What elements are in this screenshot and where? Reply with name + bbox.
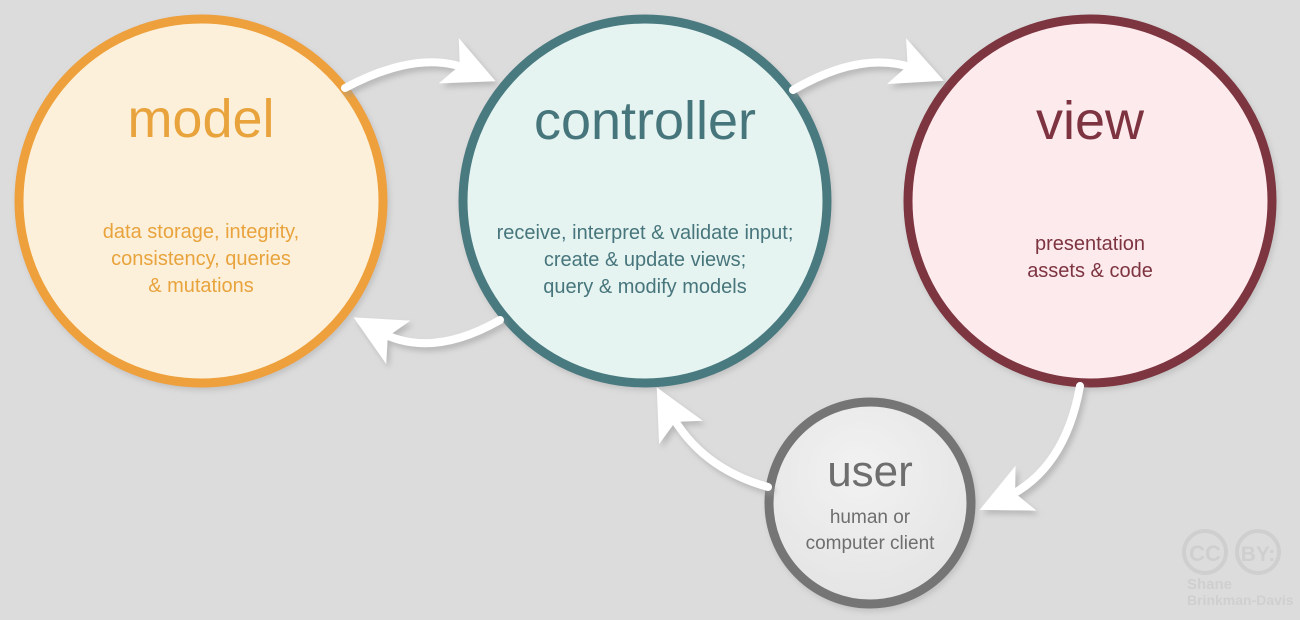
view-circle[interactable] [903,14,1277,388]
arrow-user-to-controller [656,387,772,491]
arrow-model-to-controller [341,37,496,92]
node-controller[interactable]: controller receive, interpret & validate… [458,14,832,388]
controller-title: controller [534,91,756,151]
view-desc-line-1: presentation [1035,233,1145,255]
arrow-controller-to-model [353,316,504,364]
credit-author-line-2: Brinkman-Davis [1187,592,1294,608]
user-title: user [827,447,913,496]
cc-icon: CC [1182,529,1228,575]
controller-desc-line-1: receive, interpret & validate input; [497,222,794,244]
controller-desc-line-2: create & update views; [544,249,746,271]
node-user[interactable]: user human or computer client [764,397,976,609]
by-icon: BY: [1235,529,1281,575]
model-desc-line-1: data storage, integrity, [103,221,299,243]
node-model[interactable]: model data storage, integrity, consisten… [14,14,388,388]
user-desc-line-2: computer client [806,533,936,554]
controller-desc-line-3: query & modify models [543,276,746,298]
view-desc-line-2: assets & code [1027,260,1153,282]
controller-circle[interactable] [458,14,832,388]
user-circle[interactable] [764,397,976,609]
arrow-view-to-user [979,382,1084,511]
cc-attribution-badge[interactable]: CC BY: Shane Brinkman-Davis [1182,529,1294,608]
node-view[interactable]: view presentation assets & code [903,14,1277,388]
model-circle[interactable] [14,14,388,388]
cc-badge-label: CC [1189,541,1221,566]
arrow-group [341,37,1084,511]
by-badge-label: BY: [1241,543,1276,566]
model-title: model [127,89,274,149]
credit-author-line-1: Shane [1187,576,1232,593]
model-desc-line-2: consistency, queries [111,248,291,270]
user-desc-line-1: human or [830,507,911,528]
model-desc-line-3: & mutations [148,275,254,297]
arrow-controller-to-view [789,38,944,94]
view-title: view [1036,91,1145,151]
